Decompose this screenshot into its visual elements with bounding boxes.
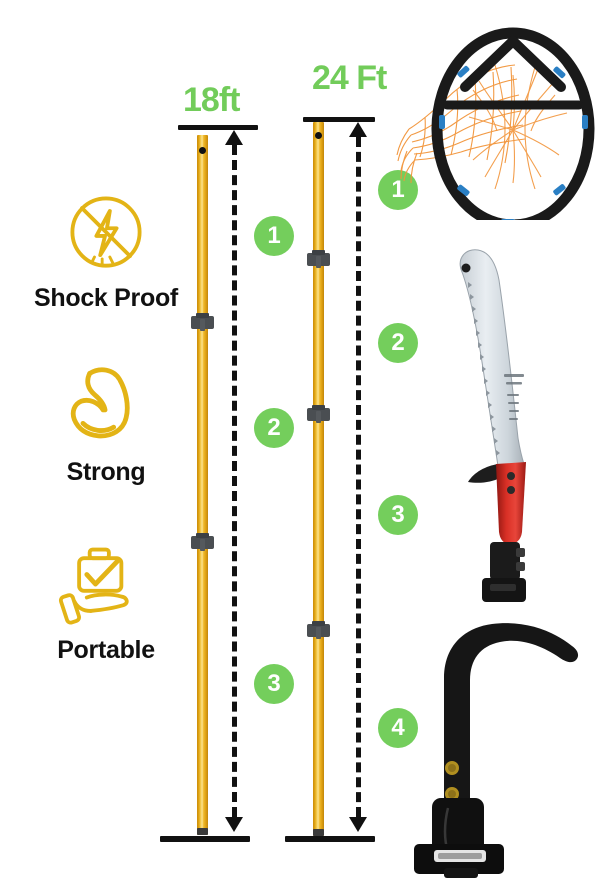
- pole-18ft-clamp-1: [191, 313, 214, 331]
- feature-label: Shock Proof: [34, 284, 178, 312]
- pole-24ft-clamp-2: [307, 405, 330, 423]
- pole-24ft-measure-line: [356, 137, 361, 817]
- feature-label: Portable: [57, 636, 155, 664]
- feature-label: Strong: [66, 458, 146, 486]
- pole-18ft-section-badge: 3: [254, 664, 294, 704]
- fruit-picker-basket-icon: [396, 27, 595, 220]
- pole-24ft-mount-hole: [315, 132, 322, 139]
- pole-24ft-arrow-up: [349, 122, 367, 137]
- feature-portable: Portable: [18, 538, 194, 663]
- pruning-hook-icon: [414, 623, 579, 878]
- pole-24ft-foot: [313, 829, 324, 836]
- pole-18ft-clamp-2: [191, 533, 214, 551]
- pole-18ft-mount-hole: [199, 147, 206, 154]
- pole-18ft-foot: [197, 828, 208, 835]
- feature-strong: Strong: [18, 360, 194, 485]
- pole-24ft-clamp-1: [307, 250, 330, 268]
- pole-24ft-title: 24 Ft: [312, 59, 387, 97]
- pole-18ft-section-badge: 1: [254, 216, 294, 256]
- pole-24ft-top-line: [303, 117, 375, 122]
- pole-24ft-shaft: [313, 122, 324, 836]
- no-shock-icon: [70, 196, 142, 268]
- feature-shock-proof: Shock Proof: [18, 186, 194, 311]
- pole-24ft-ground-line: [285, 836, 375, 842]
- pole-24ft-clamp-3: [307, 621, 330, 639]
- pole-18ft-ground-line: [160, 836, 250, 842]
- pole-18ft-arrow-up: [225, 130, 243, 145]
- pole-24ft-section-badge: 2: [378, 323, 418, 363]
- pruning-saw-icon: [459, 249, 526, 602]
- hand-briefcase-check-icon: [58, 547, 129, 625]
- pole-18ft-shaft: [197, 135, 208, 835]
- pole-18ft-top-line: [178, 125, 258, 130]
- pole-18ft-title: 18ft: [183, 81, 240, 119]
- bicep-muscle-icon: [70, 367, 130, 439]
- pole-24ft-section-badge: 4: [378, 708, 418, 748]
- pole-18ft-measure-line: [232, 145, 237, 817]
- pole-24ft-section-badge: 3: [378, 495, 418, 535]
- pole-24ft-arrow-down: [349, 817, 367, 832]
- pole-18ft-section-badge: 2: [254, 408, 294, 448]
- pole-18ft-arrow-down: [225, 817, 243, 832]
